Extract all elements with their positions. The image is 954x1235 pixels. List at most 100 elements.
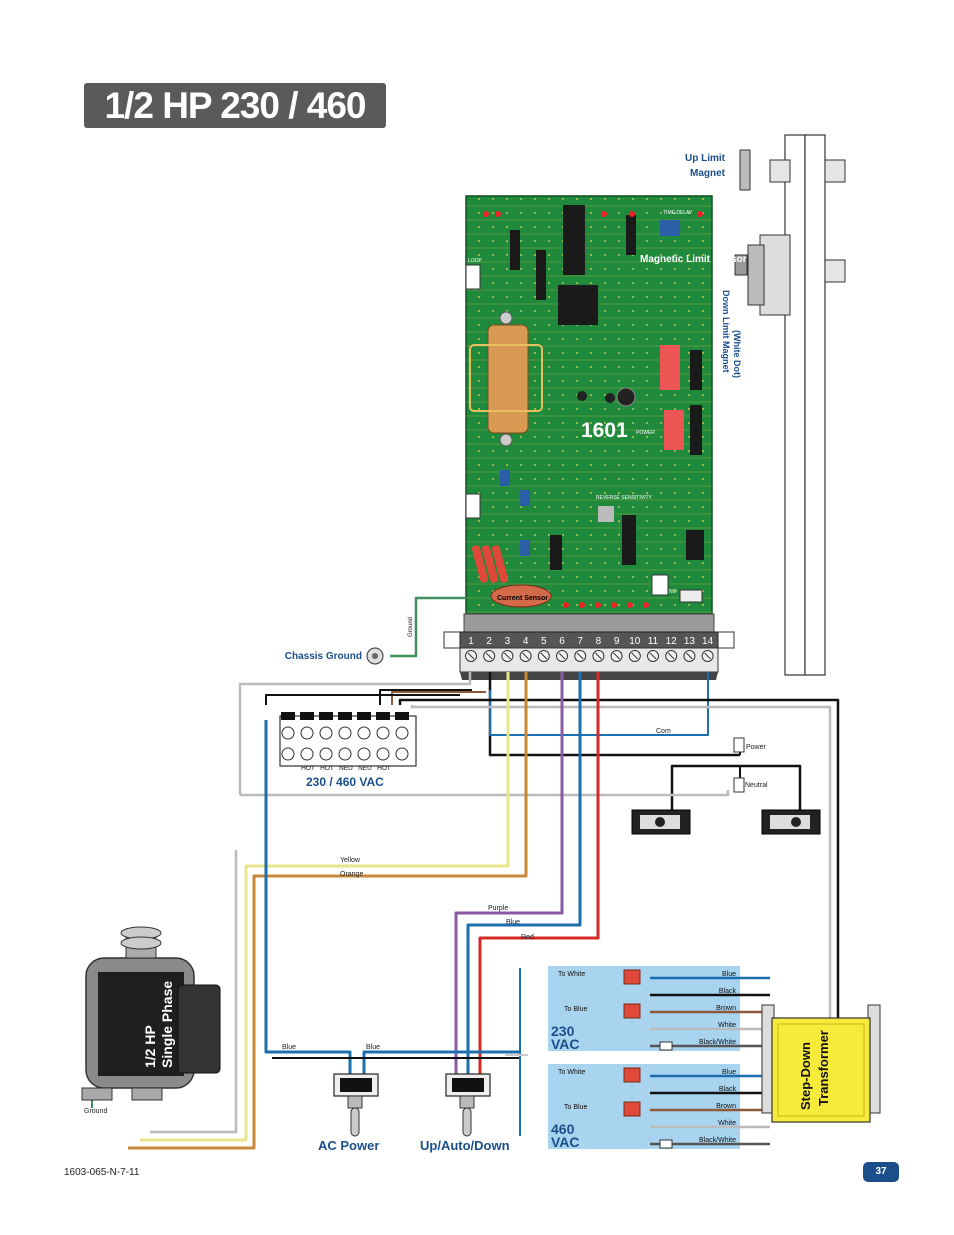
- terminal-screw-slot: [686, 652, 693, 660]
- terminal-number: 1: [468, 636, 474, 647]
- panel-wire-label: Blue: [722, 971, 736, 978]
- power-block-screw: [338, 726, 352, 740]
- power-block-terminal-label: NEU: [339, 765, 353, 772]
- power-block-screw: [281, 726, 295, 740]
- terminal-number: 10: [629, 636, 641, 647]
- panel-background: [548, 1064, 740, 1149]
- page-number: 37: [863, 1162, 899, 1182]
- panel-wire-label: Black: [719, 1086, 737, 1093]
- up-limit-label-1: Up Limit: [685, 153, 726, 164]
- power-block-screw: [319, 726, 333, 740]
- wire-connector: [623, 1003, 641, 1019]
- terminal-screw-slot: [631, 652, 639, 660]
- neutral-label: Neutral: [745, 782, 768, 789]
- power-block-screw: [395, 726, 409, 740]
- power-block-cap: [319, 712, 333, 720]
- power-block-terminal-label: HOT: [377, 765, 391, 772]
- terminal-number: 13: [684, 636, 696, 647]
- up-auto-down-label: Up/Auto/Down: [420, 1138, 510, 1153]
- chassis-ground-lug: [366, 647, 384, 665]
- terminal-screw-slot: [704, 652, 711, 660]
- terminal-number: 9: [614, 636, 620, 647]
- power-label: Power: [746, 744, 767, 751]
- terminal-number: 6: [559, 636, 565, 647]
- panel-wire-label: White: [718, 1022, 736, 1029]
- terminal-screw-slot: [467, 652, 475, 660]
- loop-label: LOOP: [468, 258, 483, 264]
- power-block-screw: [376, 726, 390, 740]
- panel-voltage: 460: [551, 1121, 575, 1137]
- terminal-number: 7: [577, 636, 583, 647]
- terminal-screw-slot: [540, 652, 548, 660]
- panel-voltage-unit: VAC: [551, 1036, 580, 1052]
- red-wire-label: Red: [521, 934, 534, 941]
- transformer-label-2: Transformer: [816, 1030, 831, 1106]
- wire-connector: [623, 1101, 641, 1117]
- transformer-label-1: Step-Down: [798, 1042, 813, 1110]
- terminal-screw-slot: [576, 652, 584, 660]
- up-limit-label-2: Magnet: [690, 168, 726, 179]
- panel-wire-label: Brown: [716, 1005, 736, 1012]
- ac-power-switch: [333, 1073, 379, 1137]
- wiring: [91, 596, 840, 1150]
- power-block-terminal-label: NEU: [358, 765, 372, 772]
- power-block-screw: [319, 747, 333, 761]
- panel-wire-label: White: [718, 1120, 736, 1127]
- time-delay-label: TIME DELAY: [663, 210, 693, 216]
- terminal-number: 3: [505, 636, 511, 647]
- step-down-transformer: [761, 1004, 881, 1123]
- wire-cap: [659, 1041, 673, 1051]
- terminal-screw-slot: [613, 652, 620, 660]
- magnetic-limit-label: Magnetic Limit Sensor: [640, 254, 747, 265]
- motor-label-2: Single Phase: [159, 981, 175, 1068]
- panel-wire-label: Black: [719, 988, 737, 995]
- up-auto-down-switch: [445, 1073, 491, 1137]
- power-block-screw: [300, 726, 314, 740]
- panel-background: [548, 966, 740, 1051]
- panel-wire-label: Blue: [722, 1069, 736, 1076]
- ac-power-label: AC Power: [318, 1138, 379, 1153]
- wire-connector: [623, 1067, 641, 1083]
- power-block-screw: [357, 726, 371, 740]
- no-label: NO: [669, 589, 677, 595]
- to-blue-label: To Blue: [564, 1006, 587, 1013]
- power-led-label: POWER: [636, 430, 655, 436]
- power-block-cap: [357, 712, 371, 720]
- terminal-number: 4: [523, 636, 529, 647]
- nc-label: NC: [657, 589, 665, 595]
- terminal-screw-slot: [558, 652, 566, 660]
- power-block-cap: [395, 712, 409, 720]
- power-block-cap: [281, 712, 295, 720]
- terminal-screw-slot: [649, 652, 657, 660]
- com-label: Com: [656, 728, 671, 735]
- board-model: 1601: [581, 419, 628, 442]
- power-block-screw: [376, 747, 390, 761]
- power-block-screw: [357, 747, 371, 761]
- yellow-wire-label: Yellow: [340, 857, 361, 864]
- terminal-screw-slot: [504, 652, 511, 660]
- terminal-strip: [443, 613, 735, 680]
- terminal-screw-slot: [522, 652, 529, 660]
- power-block-terminal-label: HOT: [320, 765, 334, 772]
- terminal-number: 12: [666, 636, 678, 647]
- power-block-label: 230 / 460 VAC: [306, 775, 384, 789]
- terminal-screw-slot: [595, 652, 602, 660]
- terminal-number: 14: [702, 636, 714, 647]
- panel-wire-label: Brown: [716, 1103, 736, 1110]
- blue-right-wire-label: Blue: [366, 1044, 380, 1051]
- chassis-ground-label: Chassis Ground: [285, 651, 362, 662]
- motor-label-1: 1/2 HP: [142, 1025, 158, 1068]
- terminal-screw-slot: [485, 652, 493, 660]
- terminal-number: 8: [596, 636, 602, 647]
- panel-wire-label: Black/White: [699, 1039, 736, 1046]
- blue-wire-label: Blue: [506, 919, 520, 926]
- purple-wire-label: Purple: [488, 905, 508, 912]
- ground-wire-label: Ground: [408, 617, 414, 637]
- power-block-terminal-label: HOT: [301, 765, 315, 772]
- current-sensor-label: Current Sensor: [497, 595, 548, 602]
- reverse-sensitivity-label: REVERSE SENSITIVITY: [596, 495, 653, 501]
- orange-wire-label: Orange: [340, 871, 363, 878]
- limit-rail: [734, 134, 846, 676]
